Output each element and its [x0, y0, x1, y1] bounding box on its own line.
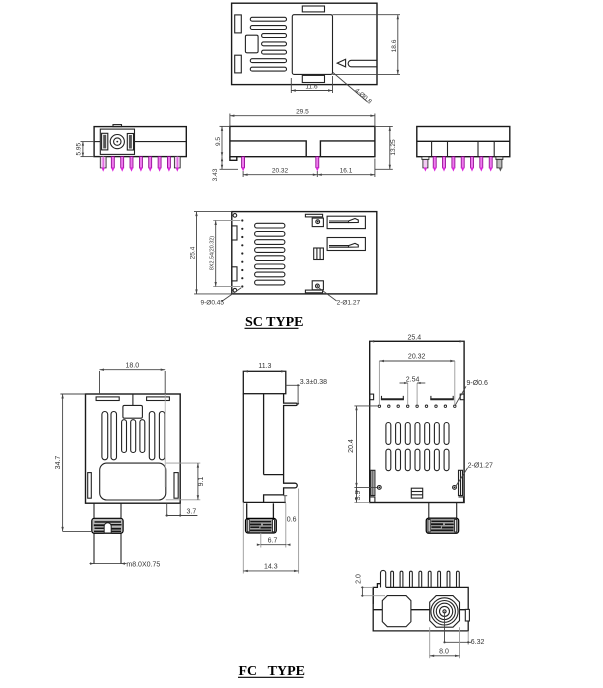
svg-text:2-Ø1.27: 2-Ø1.27	[468, 462, 493, 469]
svg-text:8.0: 8.0	[439, 649, 449, 656]
svg-text:9-Ø0.6: 9-Ø0.6	[467, 380, 489, 387]
svg-text:3.3±0.38: 3.3±0.38	[300, 379, 327, 386]
svg-text:2.54: 2.54	[406, 376, 420, 383]
svg-text:6.32: 6.32	[471, 639, 485, 646]
svg-text:0.6: 0.6	[287, 517, 297, 524]
svg-text:25.4: 25.4	[189, 246, 196, 259]
svg-text:29.5: 29.5	[296, 109, 309, 116]
svg-text:8X2.54(20.32): 8X2.54(20.32)	[210, 236, 216, 270]
svg-text:5.95: 5.95	[76, 142, 83, 155]
svg-text:2.0: 2.0	[356, 574, 363, 584]
svg-text:18.6: 18.6	[391, 39, 398, 52]
svg-text:25.4: 25.4	[407, 335, 421, 342]
svg-text:20.32: 20.32	[272, 168, 289, 175]
svg-text:FC TYPE: FC TYPE	[239, 664, 306, 679]
svg-text:20.32: 20.32	[408, 353, 426, 360]
svg-text:11.3: 11.3	[258, 363, 271, 370]
svg-text:20.4: 20.4	[348, 439, 355, 453]
svg-text:13.25: 13.25	[390, 139, 397, 156]
svg-text:3.9: 3.9	[355, 491, 362, 501]
svg-text:14.3: 14.3	[264, 564, 278, 571]
svg-text:9.1: 9.1	[198, 477, 205, 487]
svg-text:3.43: 3.43	[212, 168, 219, 181]
svg-text:SC TYPE: SC TYPE	[245, 315, 303, 330]
svg-text:18.0: 18.0	[125, 362, 139, 369]
svg-text:3.7: 3.7	[187, 509, 197, 516]
svg-text:6.7: 6.7	[268, 537, 278, 544]
svg-text:11.6: 11.6	[305, 84, 318, 91]
svg-text:16.1: 16.1	[340, 168, 353, 175]
svg-text:9.5: 9.5	[215, 137, 222, 146]
svg-text:34.7: 34.7	[55, 456, 62, 470]
svg-text:2-Ø1.27: 2-Ø1.27	[337, 300, 361, 307]
svg-text:m8.0X0.75: m8.0X0.75	[126, 562, 160, 569]
svg-text:9-Ø0.45: 9-Ø0.45	[201, 300, 225, 307]
